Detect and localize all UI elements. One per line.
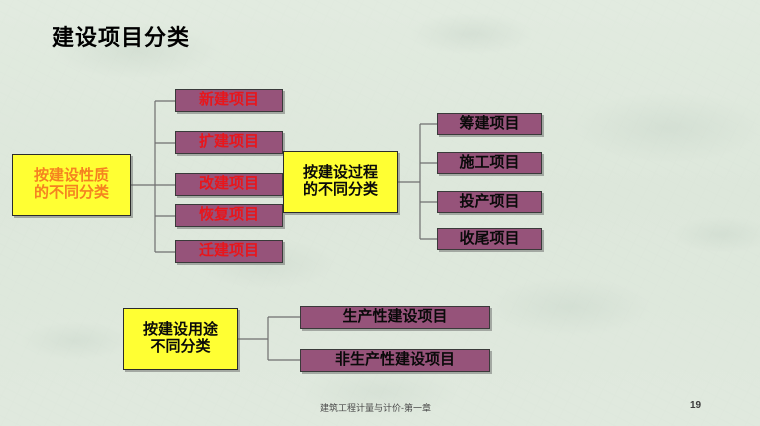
node-preparation-project[interactable]: 筹建项目 [437,113,542,135]
node-nonproductive-construction-project[interactable]: 非生产性建设项目 [300,349,490,372]
node-restoration-project[interactable]: 恢复项目 [175,204,283,227]
node-production-project-label: 投产项目 [459,192,520,210]
node-expansion-project-label: 扩建项目 [198,133,259,151]
root-node-construction-nature-line1: 按建设性质 [33,167,109,185]
node-restoration-project-label: 恢复项目 [198,206,259,224]
node-expansion-project[interactable]: 扩建项目 [175,131,283,154]
node-construction-project[interactable]: 施工项目 [437,152,542,174]
node-relocation-project[interactable]: 迁建项目 [175,240,283,263]
root-node-construction-process-line1: 按建设过程 [302,164,378,182]
footer-text: 建筑工程计量与计价-第一章 [320,403,431,413]
page-title: 建设项目分类 [52,25,191,50]
node-completion-project-label: 收尾项目 [459,229,520,247]
root-node-construction-process-line2: 的不同分类 [302,181,378,198]
node-preparation-project-label: 筹建项目 [459,114,520,132]
node-nonproductive-construction-project-label: 非生产性建设项目 [334,351,455,369]
node-productive-construction-project[interactable]: 生产性建设项目 [300,306,490,329]
root-node-construction-purpose-line1: 按建设用途 [142,321,218,339]
node-reconstruction-project[interactable]: 改建项目 [175,173,283,196]
root-node-construction-process[interactable]: 按建设过程 的不同分类 [283,151,398,213]
node-completion-project[interactable]: 收尾项目 [437,228,542,250]
node-production-project[interactable]: 投产项目 [437,191,542,213]
node-reconstruction-project-label: 改建项目 [198,175,259,193]
root-node-construction-purpose[interactable]: 按建设用途 不同分类 [123,308,238,370]
node-new-project[interactable]: 新建项目 [175,89,283,112]
root-node-construction-nature-line2: 的不同分类 [33,184,109,201]
root-node-construction-purpose-line2: 不同分类 [150,338,211,355]
node-construction-project-label: 施工项目 [459,153,520,171]
root-node-construction-nature[interactable]: 按建设性质 的不同分类 [12,154,131,216]
page-number: 19 [690,400,702,411]
node-productive-construction-project-label: 生产性建设项目 [342,308,448,326]
node-relocation-project-label: 迁建项目 [198,242,259,260]
node-new-project-label: 新建项目 [198,91,259,109]
